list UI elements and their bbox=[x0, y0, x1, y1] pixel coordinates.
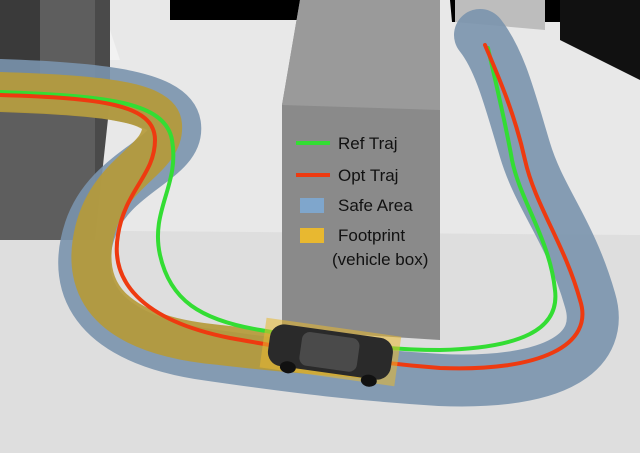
legend-safe-area-swatch bbox=[300, 198, 324, 213]
vehicle bbox=[259, 317, 402, 387]
legend-footprint-swatch bbox=[300, 228, 324, 243]
vehicle-wheel-front bbox=[360, 374, 377, 387]
legend: Ref Traj Opt Traj Safe Area Footprint (v… bbox=[296, 134, 428, 269]
legend-footprint-note: (vehicle box) bbox=[332, 250, 428, 269]
vehicle-wheel-rear bbox=[279, 361, 296, 374]
legend-ref-traj-label: Ref Traj bbox=[338, 134, 398, 153]
building-center-top bbox=[282, 0, 440, 110]
legend-footprint-label: Footprint bbox=[338, 226, 405, 245]
vehicle-roof bbox=[299, 332, 360, 372]
legend-safe-area-label: Safe Area bbox=[338, 196, 413, 215]
legend-opt-traj-label: Opt Traj bbox=[338, 166, 398, 185]
background-corner bbox=[560, 0, 640, 80]
